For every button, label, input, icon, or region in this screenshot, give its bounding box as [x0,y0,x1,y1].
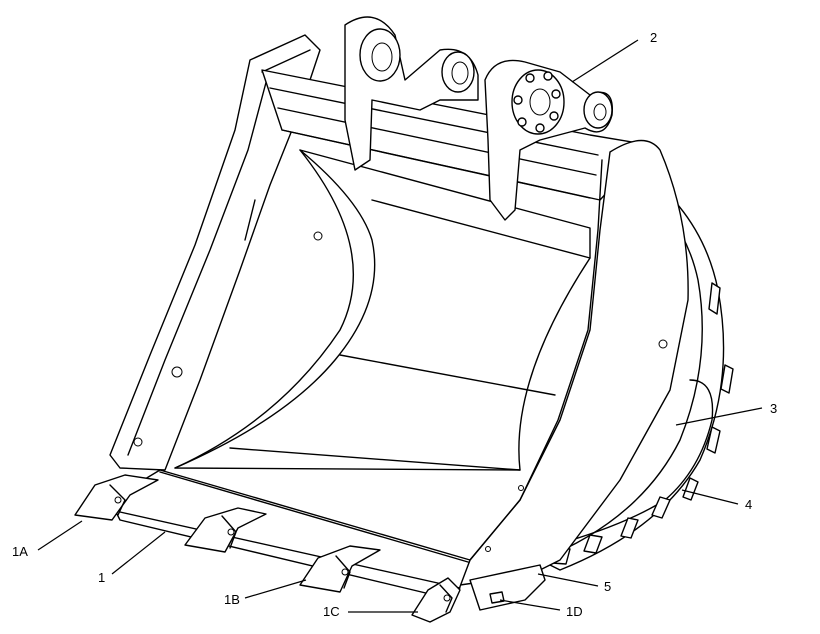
callout-1B: 1B [224,592,240,607]
callout-2: 2 [650,30,657,45]
callout-5: 5 [604,579,611,594]
callout-4: 4 [745,497,752,512]
tooth-1B [184,507,267,553]
tooth-1A [74,474,159,521]
callout-3: 3 [770,401,777,416]
tooth-1C [411,577,461,623]
callout-1A: 1A [12,544,28,559]
tooth-1B-2 [299,545,381,593]
pin-bosses [344,16,614,221]
callout-1D: 1D [566,604,583,619]
cutting-edge [109,469,471,601]
left-side-plate [109,34,321,471]
callout-1C: 1C [323,604,340,619]
leader-lines [37,39,763,613]
wear-strips [551,282,734,565]
callout-1: 1 [98,570,105,585]
bucket-interior [174,149,591,471]
